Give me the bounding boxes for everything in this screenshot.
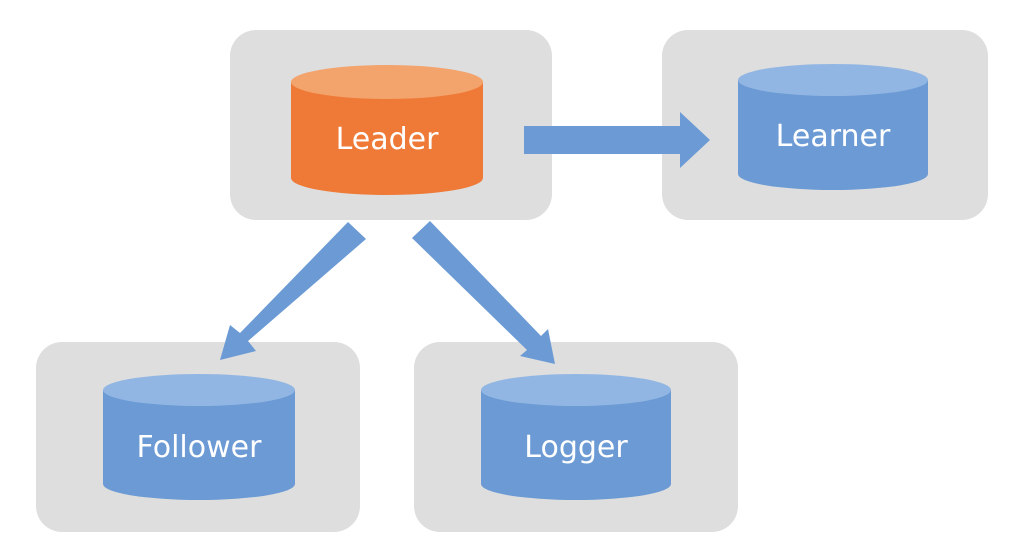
learner-label: Learner — [776, 119, 891, 154]
arrow-leader-to-follower — [220, 222, 366, 360]
logger-node: Logger — [481, 374, 671, 500]
leader-node: Leader — [291, 65, 483, 195]
learner-node: Learner — [738, 64, 928, 190]
follower-node: Follower — [103, 374, 295, 500]
arrow-leader-to-learner — [524, 112, 710, 168]
leader-label: Leader — [336, 122, 440, 157]
arrow-leader-to-logger — [412, 221, 555, 364]
follower-label: Follower — [137, 430, 263, 465]
logger-label: Logger — [524, 430, 628, 465]
